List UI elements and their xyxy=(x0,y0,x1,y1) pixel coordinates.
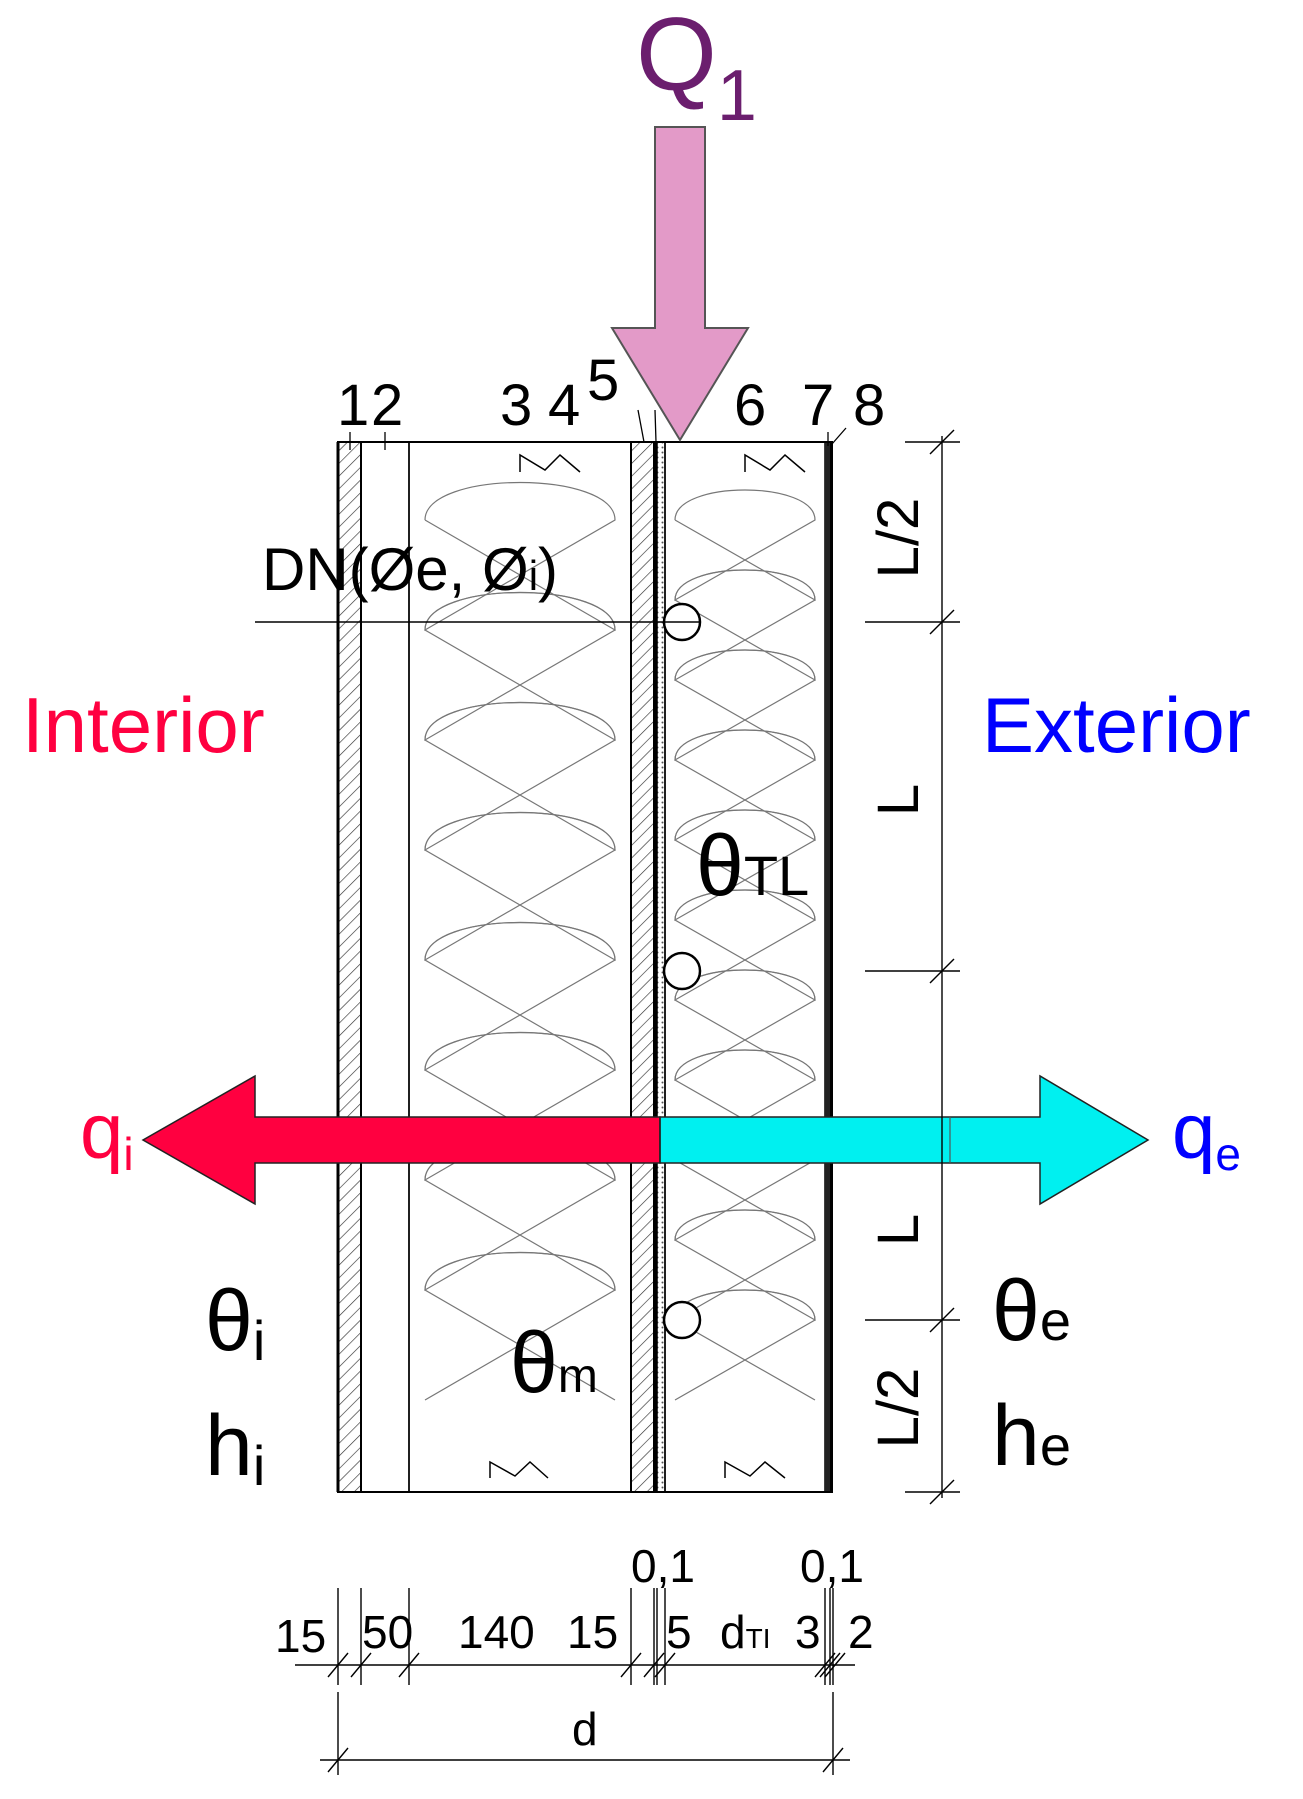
dim-full-1: L xyxy=(866,784,931,816)
dim-half-bottom: L/2 xyxy=(866,1368,931,1449)
dim-finish-top: 0,1 xyxy=(800,1540,864,1592)
interior-flux-arrow xyxy=(141,1074,661,1206)
pipe-label: DN(Øe, Øi) xyxy=(262,536,558,603)
mean-temperature-label: θm xyxy=(510,1315,598,1411)
dim-layer-3: 140 xyxy=(458,1606,535,1658)
interior-flux-label: qi xyxy=(80,1087,134,1180)
exterior-coefficient-label: he xyxy=(992,1388,1071,1484)
dim-layer-8: 2 xyxy=(848,1606,874,1658)
layer-7-render xyxy=(825,442,830,1492)
layer-leaders xyxy=(349,409,847,450)
heat-input-arrow xyxy=(610,126,750,442)
interior-label: Interior xyxy=(22,681,265,769)
layer-number-3: 3 xyxy=(500,373,532,438)
dim-total-thickness: d xyxy=(572,1703,598,1755)
dim-layer-2: 50 xyxy=(362,1606,413,1658)
layer-number-4: 4 xyxy=(548,373,580,438)
dim-screed: 5 xyxy=(666,1606,692,1658)
layer-number-5: 5 xyxy=(587,348,619,413)
pipes xyxy=(662,602,702,1340)
pipe-2 xyxy=(662,951,702,991)
exterior-temperature-label: θe xyxy=(992,1263,1071,1359)
tabs-temperature-label: θTL xyxy=(696,818,809,914)
layer-numbers: 1 2 3 4 5 6 7 8 xyxy=(337,348,885,438)
exterior-flux-arrow xyxy=(659,1074,1150,1206)
layer-4-board xyxy=(630,441,655,1493)
exterior-label: Exterior xyxy=(982,681,1251,769)
layer-5-foil xyxy=(654,442,657,1492)
dim-insulation: dTI xyxy=(720,1606,770,1658)
interior-temperature-label: θi xyxy=(205,1273,265,1372)
dim-full-2: L xyxy=(866,1214,931,1246)
break-marks xyxy=(489,453,806,1479)
layer-number-6: 6 xyxy=(734,373,766,438)
dim-foil-top: 0,1 xyxy=(631,1540,695,1592)
dim-layer-7: 3 xyxy=(795,1606,821,1658)
wall-layers xyxy=(336,441,833,1493)
layer-8-finish xyxy=(830,442,833,1492)
wool-pattern-right xyxy=(674,489,816,1401)
dim-layer-1: 15 xyxy=(275,1610,326,1662)
wool-pattern-left xyxy=(424,481,616,1401)
layer-number-1: 1 xyxy=(337,373,369,438)
dim-layer-4: 15 xyxy=(567,1606,618,1658)
layer-number-7: 7 xyxy=(802,373,834,438)
heat-input-label: Q1 xyxy=(636,0,757,136)
exterior-flux-label: qe xyxy=(1172,1087,1241,1180)
dim-half-top: L/2 xyxy=(866,498,931,579)
vertical-dimension-chain xyxy=(865,429,960,1505)
thickness-dimension-lines xyxy=(295,1588,855,1775)
layer-number-2: 2 xyxy=(371,373,403,438)
pipe-3 xyxy=(662,1300,702,1340)
layer-number-8: 8 xyxy=(853,373,885,438)
interior-coefficient-label: hi xyxy=(205,1398,265,1497)
